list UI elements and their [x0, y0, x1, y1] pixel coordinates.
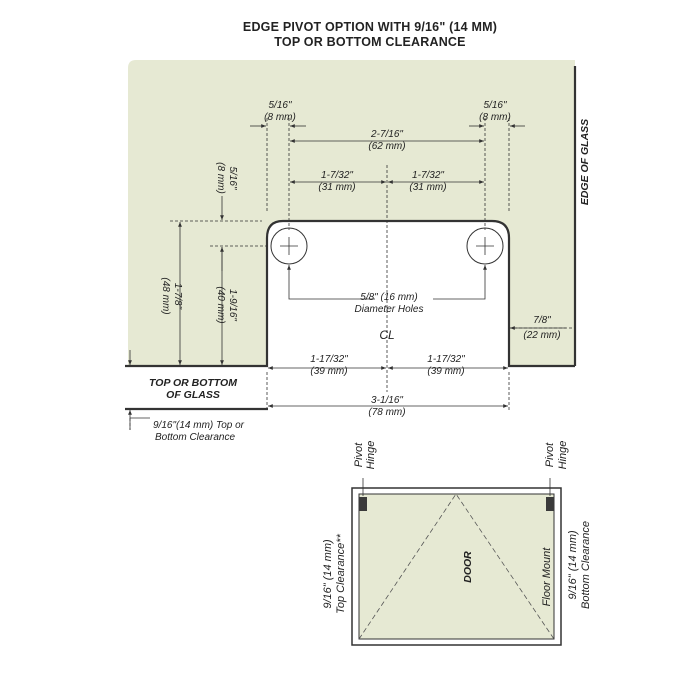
left-half-top-mm: (31 mm)	[318, 182, 355, 193]
top-clearance-line1: 9/16" (14 mm)	[322, 539, 334, 609]
height-inner-in: 1-9/16"	[227, 289, 238, 321]
right-offset-mm: (8 mm)	[479, 112, 511, 123]
floor-mount-label: Floor Mount	[541, 547, 553, 607]
pivot-hinge-right-line1: Pivot	[544, 442, 556, 467]
top-bottom-glass-line1: TOP OR BOTTOM	[149, 377, 237, 389]
left-offset-in: 5/16"	[268, 100, 291, 111]
pivot-hinge-right-line2: Hinge	[557, 441, 569, 470]
pivot-hinge-left-line1: Pivot	[353, 442, 365, 467]
title-line-2: TOP OR BOTTOM CLEARANCE	[274, 35, 466, 49]
pivot-hinge-left-line2: Hinge	[365, 441, 377, 470]
door-label: DOOR	[462, 551, 474, 583]
right-offset-in: 5/16"	[483, 100, 506, 111]
right-half-top-mm: (31 mm)	[409, 182, 446, 193]
left-half-top-in: 1-7/32"	[321, 170, 353, 181]
dimension-lines	[128, 118, 575, 430]
pivot-hinge-right-block	[546, 497, 554, 511]
right-half-bottom-in: 1-17/32"	[427, 354, 465, 365]
bottom-clearance-line2: Bottom Clearance	[580, 521, 592, 609]
door-swing-lines	[358, 493, 555, 640]
notch-outline	[125, 219, 575, 368]
left-half-bottom-mm: (39 mm)	[310, 366, 347, 377]
overall-bottom-in: 3-1/16"	[371, 395, 403, 406]
bottom-clearance-line1: 9/16" (14 mm)	[567, 530, 579, 600]
door-elevation: Pivot Hinge Pivot Hinge DOOR Floor Mount…	[322, 441, 592, 646]
clearance-note-line2: Bottom Clearance	[155, 432, 235, 443]
detail-labels: EDGE OF GLASS 5/16" (8 mm) 5/16" (8 mm) …	[149, 100, 591, 443]
left-half-bottom-in: 1-17/32"	[310, 354, 348, 365]
glass-panel-detail	[125, 60, 577, 411]
top-clearance-line2: Top Clearance**	[335, 533, 347, 613]
door-frame	[351, 487, 562, 646]
overall-top-mm: (62 mm)	[368, 141, 405, 152]
right-half-top-in: 1-7/32"	[412, 170, 444, 181]
door-panel	[358, 493, 555, 640]
top-bottom-glass-line2: OF GLASS	[166, 389, 220, 401]
overall-top-in: 2-7/16"	[370, 129, 403, 140]
vertical-offset-in: 5/16"	[227, 166, 238, 189]
holes-size: 5/8" (16 mm)	[360, 292, 417, 303]
height-inner-mm: (40 mm)	[215, 286, 226, 323]
vertical-offset-mm: (8 mm)	[215, 162, 226, 194]
right-notch-in: 7/8"	[533, 315, 551, 326]
glass-panel-shape	[128, 60, 575, 366]
pivot-hinge-left-block	[359, 497, 367, 511]
left-offset-mm: (8 mm)	[264, 112, 296, 123]
edge-of-glass-label: EDGE OF GLASS	[579, 119, 591, 205]
right-half-bottom-mm: (39 mm)	[427, 366, 464, 377]
height-outer-mm: (48 mm)	[160, 277, 171, 314]
title-line-1: EDGE PIVOT OPTION WITH 9/16" (14 MM)	[242, 20, 498, 34]
right-notch-mm: (22 mm)	[523, 330, 560, 341]
overall-bottom-mm: (78 mm)	[368, 407, 405, 418]
clearance-note-line1: 9/16"(14 mm) Top or	[153, 420, 245, 431]
holes-desc: Diameter Holes	[355, 304, 424, 315]
height-outer-in: 1-7/8"	[172, 283, 183, 310]
centerline-symbol: CL	[379, 328, 394, 342]
